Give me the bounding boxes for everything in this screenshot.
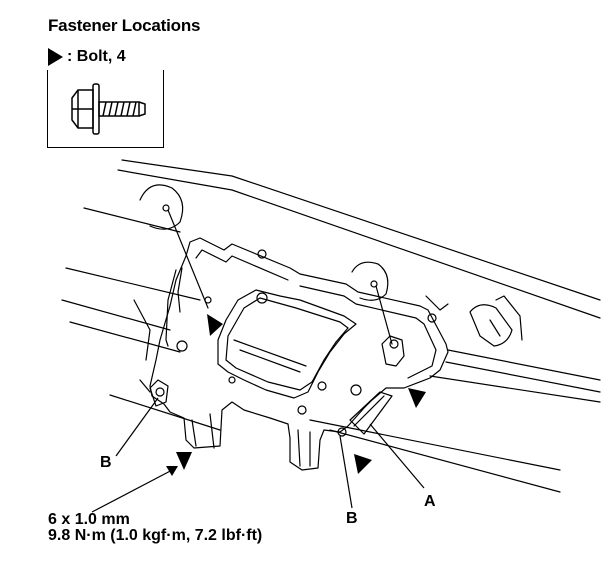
- bolt-icon: [71, 83, 146, 135]
- leader-line-spec: [91, 467, 177, 513]
- bolt-illustration-box: [47, 70, 164, 148]
- leader-line-b-left: [115, 397, 159, 457]
- triangle-arrow-icon: [48, 48, 63, 66]
- page-title: Fastener Locations: [48, 16, 201, 35]
- callout-b-right: B: [346, 510, 358, 527]
- bolt-arrow-icon: [408, 388, 426, 408]
- bolt-arrow-icon: [207, 314, 223, 336]
- torque-spec: 6 x 1.0 mm 9.8 N·m (1.0 kgf·m, 7.2 lbf·f…: [48, 512, 262, 544]
- leader-line-b-right: [339, 435, 353, 509]
- callout-b-left: B: [100, 454, 112, 471]
- bolt-legend: : Bolt, 4: [48, 48, 126, 66]
- body-panel: [61, 159, 601, 493]
- bolt-size: 6 x 1.0 mm: [48, 511, 130, 528]
- callout-a: A: [424, 493, 436, 510]
- bolt-arrow-icon: [354, 454, 372, 474]
- spec-arrowhead: [166, 466, 178, 476]
- bolt-legend-label: : Bolt, 4: [67, 48, 126, 65]
- torque-value: 9.8 N·m (1.0 kgf·m, 7.2 lbf·ft): [48, 527, 263, 544]
- bolt-arrow-icon: [176, 452, 192, 470]
- leader-line-a: [369, 423, 425, 489]
